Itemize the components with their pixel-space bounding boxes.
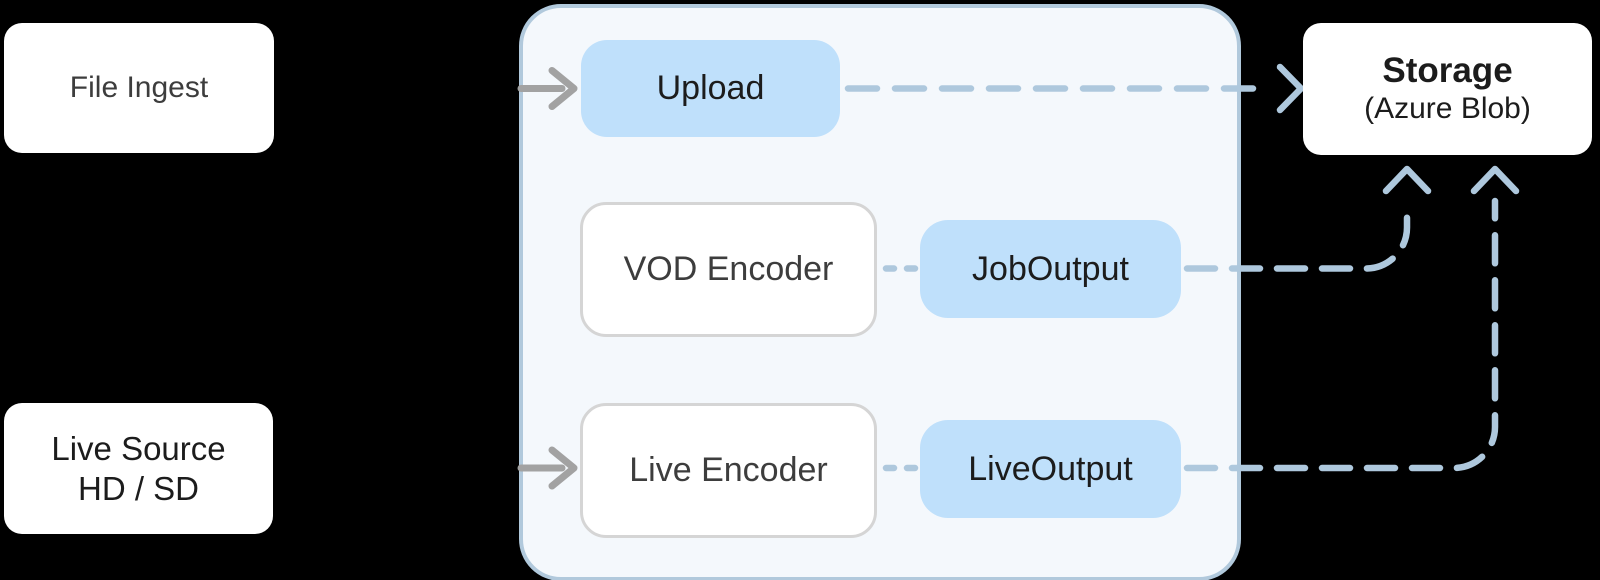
arrowhead-icon (1382, 165, 1432, 195)
file-ingest-label: File Ingest (69, 71, 209, 104)
live-output-node: LiveOutput (920, 420, 1181, 518)
live-encoder-label: Live Encoder (629, 451, 828, 489)
storage-node: Storage (Azure Blob) (1303, 23, 1592, 155)
upload-node: Upload (581, 40, 840, 137)
live-encoder-node: Live Encoder (580, 403, 877, 538)
vod-encoder-node: VOD Encoder (580, 202, 877, 337)
live-source-label-line1: Live Source (51, 429, 226, 467)
storage-title: Storage (1382, 51, 1513, 90)
storage-subtitle: (Azure Blob) (1364, 92, 1531, 125)
arrowhead-icon (1470, 165, 1520, 195)
live-output-label: LiveOutput (968, 449, 1133, 488)
job-output-label: JobOutput (972, 249, 1129, 288)
live-source-label-line2: HD / SD (77, 469, 199, 507)
vod-encoder-label: VOD Encoder (623, 250, 834, 288)
file-ingest-node: File Ingest (4, 23, 274, 153)
arrowhead-icon (1276, 63, 1305, 114)
upload-label: Upload (656, 69, 765, 107)
live-source-node: Live Source HD / SD (4, 403, 273, 534)
job-output-node: JobOutput (920, 220, 1181, 318)
